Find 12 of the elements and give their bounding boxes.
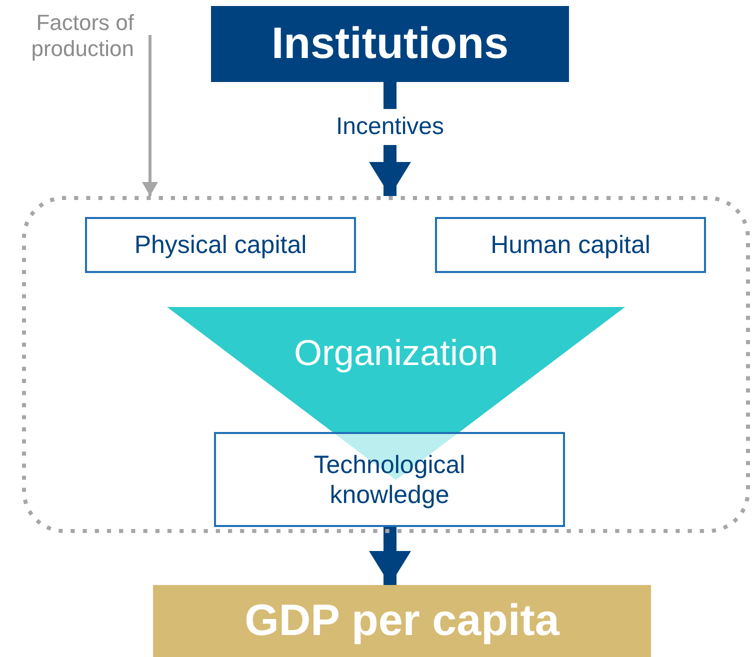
- institutions-box: [211, 6, 569, 82]
- factor-box: [214, 432, 565, 527]
- box-label: Human capital: [490, 230, 650, 260]
- outcome-box: [153, 585, 651, 657]
- factor-box: [85, 217, 356, 273]
- box-label: Institutions: [271, 18, 509, 70]
- factor-box: [435, 217, 706, 273]
- box-label: Physical capital: [134, 230, 307, 260]
- box-label: Technological knowledge: [312, 450, 466, 510]
- side-note-text: Factors of production: [30, 10, 134, 63]
- box-label: GDP per capita: [244, 594, 560, 647]
- triangle-label: Organization: [294, 331, 498, 374]
